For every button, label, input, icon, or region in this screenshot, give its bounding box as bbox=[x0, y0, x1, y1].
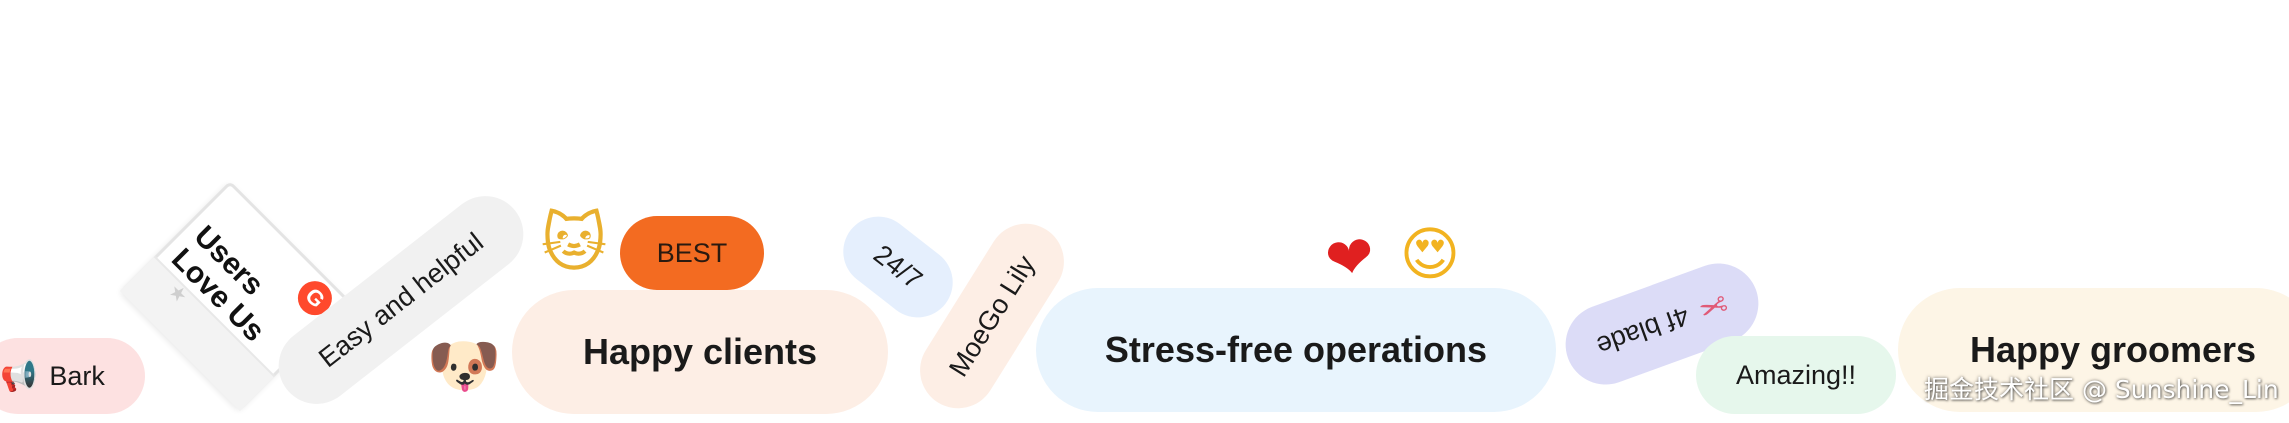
cat-face-icon: 🐱 bbox=[540, 207, 608, 281]
scissors-icon: ✂ bbox=[1692, 281, 1734, 330]
loudspeaker-icon: 📢 bbox=[0, 358, 38, 394]
g2-logo-letter: G bbox=[300, 282, 331, 313]
watermark-text: 掘金技术社区 @ Sunshine_Lin bbox=[1924, 375, 2279, 404]
heart-eyes-face-icon: 😍 bbox=[1399, 220, 1461, 288]
happy-groomers-sticker: Happy groomers bbox=[1898, 288, 2289, 412]
stress-free-operations-label: Stress-free operations bbox=[1104, 329, 1488, 370]
bark-sticker: 📢 Bark bbox=[0, 338, 145, 414]
happy-groomers-label: Happy groomers bbox=[1970, 329, 2257, 370]
best-label: BEST bbox=[656, 237, 728, 268]
stress-free-operations-sticker: Stress-free operations bbox=[1036, 288, 1556, 412]
dog-face-icon: 🐶 bbox=[426, 331, 502, 401]
amazing-label: Amazing!! bbox=[1735, 359, 1857, 390]
happy-clients-label: Happy clients bbox=[582, 331, 818, 372]
red-heart-icon: ❤ bbox=[1321, 220, 1379, 296]
happy-clients-sticker: Happy clients bbox=[512, 290, 888, 414]
best-sticker: BEST bbox=[620, 216, 764, 290]
blade-label: 4f blade bbox=[1592, 300, 1694, 362]
bark-label: Bark bbox=[49, 360, 105, 391]
amazing-sticker: Amazing!! bbox=[1696, 336, 1896, 414]
twentyfour-seven-label: 24/7 bbox=[868, 238, 929, 295]
moego-lily-label: MoeGo Lily bbox=[942, 249, 1041, 382]
